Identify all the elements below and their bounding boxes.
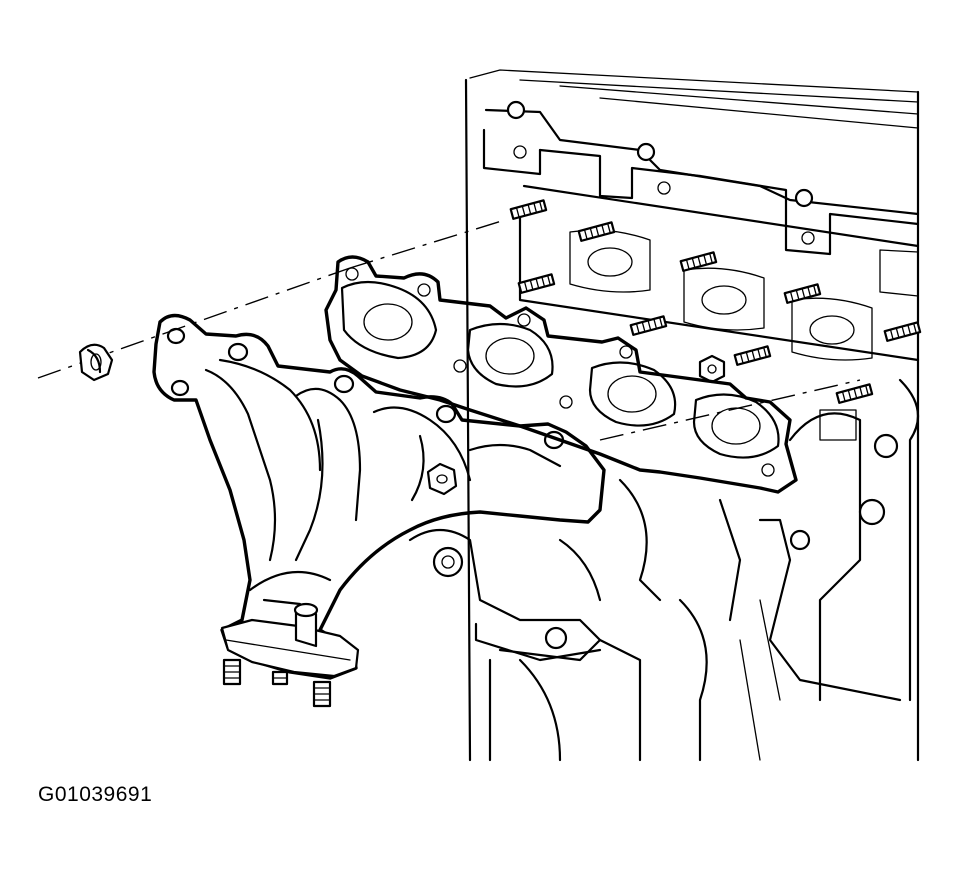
manifold-studs xyxy=(509,199,922,404)
manifold-gasket xyxy=(324,255,798,494)
engine-block-lower xyxy=(408,478,781,762)
manifold-nut xyxy=(78,343,114,382)
cylinder-head xyxy=(464,69,920,762)
figure-code: G01039691 xyxy=(38,783,153,806)
exhaust-manifold xyxy=(152,313,606,708)
